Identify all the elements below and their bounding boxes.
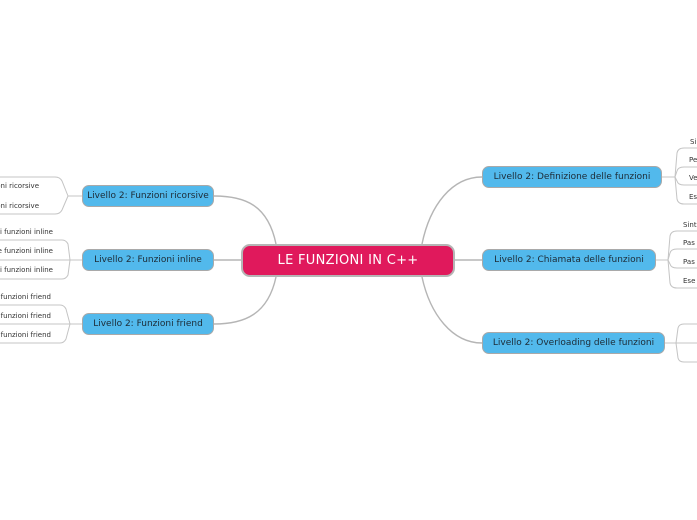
branch-funzioni-inline[interactable]: Livello 2: Funzioni inline (82, 249, 214, 271)
leaf-node[interactable]: oni ricorsive (0, 202, 39, 210)
leaf-node[interactable]: le funzioni inline (0, 247, 53, 255)
branch-funzioni-friend[interactable]: Livello 2: Funzioni friend (82, 313, 214, 335)
leaf-node[interactable]: funzioni friend (0, 312, 51, 320)
leaf-node[interactable]: Es (689, 193, 697, 201)
branch-label: Livello 2: Funzioni ricorsive (87, 191, 209, 201)
leaf-node[interactable]: oni ricorsive (0, 182, 39, 190)
leaf-node[interactable]: li funzioni inline (0, 228, 53, 236)
branch-overloading-funzioni[interactable]: Livello 2: Overloading delle funzioni (482, 332, 665, 354)
leaf-node[interactable]: funzioni friend (0, 293, 51, 301)
leaf-node[interactable]: Ese (683, 277, 696, 285)
leaf-node[interactable]: Sint (683, 221, 697, 229)
branch-label: Livello 2: Definizione delle funzioni (493, 172, 651, 182)
leaf-node[interactable]: Pe (689, 156, 697, 164)
branch-label: Livello 2: Funzioni friend (93, 319, 203, 329)
leaf-node[interactable]: Si (690, 138, 697, 146)
leaf-node[interactable]: Pas (683, 258, 695, 266)
central-topic[interactable]: LE FUNZIONI IN C++ (241, 244, 455, 277)
branch-chiamata-funzioni[interactable]: Livello 2: Chiamata delle funzioni (482, 249, 656, 271)
branch-definizione-funzioni[interactable]: Livello 2: Definizione delle funzioni (482, 166, 662, 188)
branch-label: Livello 2: Overloading delle funzioni (492, 338, 655, 348)
branch-label: Livello 2: Funzioni inline (94, 255, 202, 265)
branch-funzioni-ricorsive[interactable]: Livello 2: Funzioni ricorsive (82, 185, 214, 207)
branch-label: Livello 2: Chiamata delle funzioni (494, 255, 644, 265)
leaf-node[interactable]: Pas (683, 239, 695, 247)
leaf-node[interactable]: li funzioni inline (0, 266, 53, 274)
leaf-node[interactable]: funzioni friend (0, 331, 51, 339)
leaf-node[interactable]: Ve (689, 174, 697, 182)
central-topic-label: LE FUNZIONI IN C++ (277, 253, 419, 268)
